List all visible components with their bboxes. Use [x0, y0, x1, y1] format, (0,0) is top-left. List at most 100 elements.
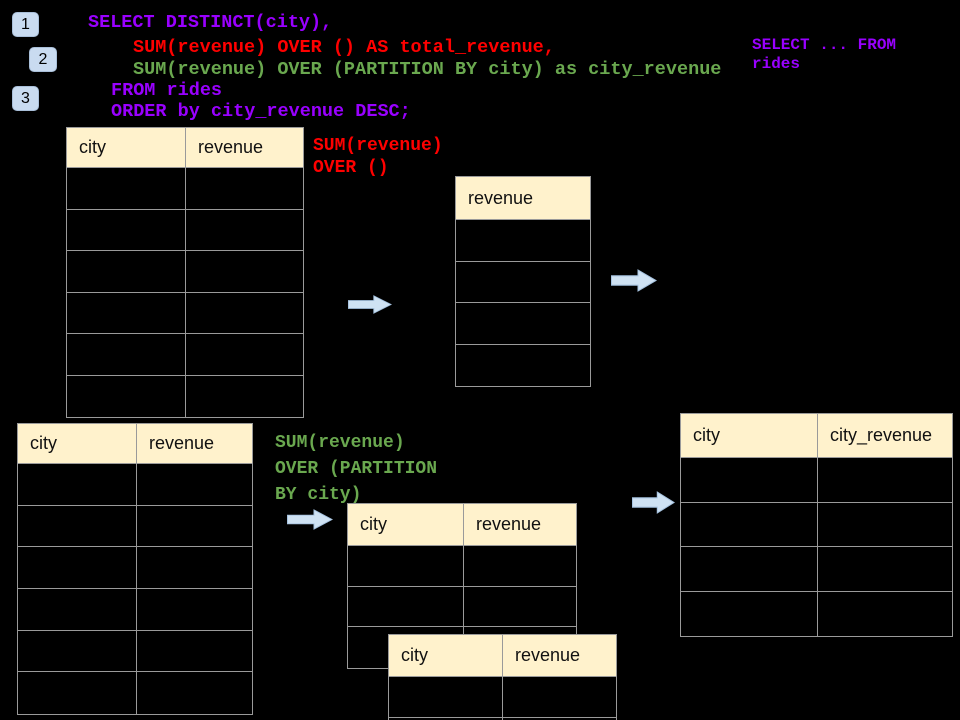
- table-cell: [389, 718, 503, 720]
- flow-arrow-3: [287, 509, 333, 530]
- table-row: [67, 209, 303, 251]
- table-cell: [464, 587, 576, 627]
- table-cell: [186, 210, 303, 251]
- table-row: [456, 303, 590, 345]
- flow-arrow-4: [632, 491, 675, 514]
- table-cell: [818, 503, 952, 547]
- total-annotation-line-1: SUM(revenue): [313, 136, 443, 156]
- table-row: [681, 458, 952, 503]
- side-note-line-2: rides: [752, 55, 801, 73]
- table-cell: [681, 591, 818, 636]
- table-cell: [18, 547, 137, 589]
- table-cell: [681, 502, 818, 546]
- table-header-row: revenue: [456, 177, 590, 220]
- table-cell: [456, 262, 590, 303]
- table-cell: [137, 589, 252, 630]
- sql-code-line-1: SELECT DISTINCT(city),: [88, 12, 333, 33]
- table-cell: [818, 547, 952, 591]
- total-revenue-table: revenue: [455, 176, 591, 387]
- column-header: revenue: [186, 128, 303, 167]
- table-row: [18, 464, 252, 506]
- total-annotation-line-2: OVER (): [313, 158, 389, 178]
- table-row: [389, 677, 616, 718]
- table-cell: [186, 376, 303, 418]
- table-cell: [18, 464, 137, 505]
- table-cell: [389, 677, 503, 717]
- table-row: [456, 345, 590, 387]
- table-row: [67, 334, 303, 376]
- table-cell: [18, 672, 137, 715]
- table-row: [348, 546, 576, 587]
- right-arrow-icon: [632, 491, 675, 514]
- column-header: revenue: [137, 424, 252, 463]
- table-row: [18, 547, 252, 590]
- column-header: city: [681, 414, 818, 457]
- table-cell: [681, 458, 818, 502]
- table-cell: [137, 506, 252, 547]
- table-cell: [186, 251, 303, 292]
- table-cell: [137, 672, 252, 714]
- partition-annotation-line-3: BY city): [275, 485, 362, 505]
- table-row: [67, 251, 303, 293]
- table-row: [456, 220, 590, 262]
- table-cell: [464, 546, 576, 586]
- table-row: [681, 502, 952, 547]
- table-cell: [18, 589, 137, 630]
- table-cell: [186, 334, 303, 375]
- table-cell: [348, 546, 464, 586]
- table-row: [18, 672, 252, 715]
- column-header: revenue: [503, 635, 616, 676]
- column-header: city: [18, 424, 137, 463]
- table-row: [67, 168, 303, 210]
- flow-arrow-1: [348, 295, 392, 314]
- table-cell: [18, 630, 137, 672]
- table-row: [389, 718, 616, 720]
- table-cell: [67, 334, 186, 375]
- table-cell: [137, 547, 252, 588]
- table-cell: [503, 677, 616, 717]
- column-header: city: [67, 128, 186, 167]
- step-badge-1: 1: [12, 12, 39, 37]
- side-note-line-1: SELECT ... FROM: [752, 36, 897, 54]
- sql-code-line-4: FROM rides: [111, 80, 223, 101]
- table-row: [18, 630, 252, 673]
- table-cell: [818, 458, 952, 502]
- table-cell: [67, 251, 186, 292]
- table-row: [18, 589, 252, 631]
- table-cell: [348, 586, 464, 627]
- table-cell: [137, 464, 252, 505]
- column-header: city: [389, 635, 503, 676]
- flow-arrow-2: [611, 269, 657, 292]
- table-cell: [186, 168, 303, 209]
- table-cell: [18, 505, 137, 547]
- right-arrow-icon: [611, 269, 657, 292]
- step-badge-2: 2: [29, 47, 57, 72]
- step-badge-3: 3: [12, 86, 39, 111]
- table-row: [456, 262, 590, 303]
- table-cell: [67, 375, 186, 417]
- table-row: [348, 586, 576, 628]
- table-row: [681, 547, 952, 592]
- sql-code-line-3: SUM(revenue) OVER (PARTITION BY city) as…: [133, 59, 722, 80]
- table-cell: [456, 220, 590, 261]
- table-cell: [818, 592, 952, 637]
- right-arrow-icon: [287, 509, 333, 530]
- table-row: [67, 375, 303, 418]
- table-row: [681, 591, 952, 637]
- partition-annotation-line-1: SUM(revenue): [275, 433, 405, 453]
- table-cell: [67, 168, 186, 209]
- table-cell: [186, 293, 303, 334]
- table-cell: [456, 303, 590, 344]
- table-row: [67, 292, 303, 334]
- sql-code-line-2: SUM(revenue) OVER () AS total_revenue,: [133, 37, 555, 58]
- column-header: city: [348, 504, 464, 545]
- table-row: [18, 505, 252, 548]
